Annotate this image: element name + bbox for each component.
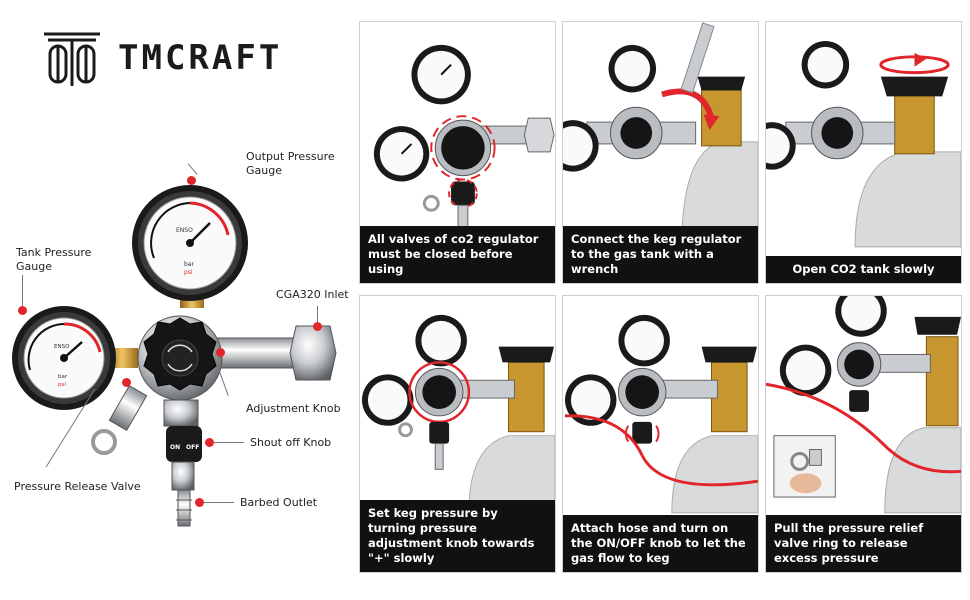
set-pressure-illustration [361,314,555,514]
tank-gauge-marker [18,306,27,315]
step-panel-3: Open CO2 tank slowly [765,21,962,284]
regulator-illustration: ENSO bar psi ENSO bar psi ON OFF [12,185,337,527]
svg-text:bar: bar [184,261,194,268]
regulator-diagram: ENSO bar psi ENSO bar psi ON OFF [0,120,360,600]
adjustment-marker [216,348,225,357]
step-panel-5: Attach hose and turn on the ON/OFF knob … [562,295,759,573]
output-gauge-label: Output Pressure Gauge [246,150,335,177]
release-valve-label: Pressure Release Valve [14,480,141,493]
svg-text:bar: bar [58,374,68,380]
outlet-label: Barbed Outlet [240,496,318,509]
svg-text:psi: psi [184,269,193,276]
attach-hose-illustration [564,314,758,514]
svg-text:ENSO: ENSO [54,344,70,350]
brand-logo: TMCRAFT [40,26,282,90]
regulator-closed-illustration [373,44,555,230]
step-panel-1: All valves of co2 regulator must be clos… [359,21,556,284]
open-tank-illustration [766,40,961,248]
tank-gauge-label: Tank Pressure Gauge [16,246,92,273]
gauge-brand-text: ENSO [176,227,193,234]
outlet-leader [204,502,234,503]
inlet-leader [317,306,318,322]
knob-on-label: ON [170,444,180,451]
shutoff-leader [214,442,244,443]
svg-text:psi: psi [58,382,66,388]
knob-off-label: OFF [186,444,199,451]
tank-gauge-leader [22,275,23,306]
inlet-marker [313,322,322,331]
step-5-caption: Attach hose and turn on the ON/OFF knob … [563,515,758,572]
step-panel-6: Pull the pressure relief valve ring to r… [765,295,962,573]
tmcraft-logo-icon [44,32,100,86]
step-panel-4: Set keg pressure by turning pressure adj… [359,295,556,573]
inlet-label: CGA320 Inlet [276,288,349,301]
shutoff-label: Shout off Knob [250,436,332,449]
step-3-caption: Open CO2 tank slowly [766,256,961,283]
release-valve-marker [122,378,131,387]
relief-valve-illustration [766,296,961,514]
wrench-connect-illustration [563,22,758,248]
output-gauge-marker [187,176,196,185]
step-1-caption: All valves of co2 regulator must be clos… [360,226,555,283]
adjustment-label: Adjustment Knob [246,402,341,415]
shutoff-marker [205,438,214,447]
step-6-caption: Pull the pressure relief valve ring to r… [766,515,961,572]
outlet-marker [195,498,204,507]
step-2-caption: Connect the keg regulator to the gas tan… [563,226,758,283]
step-panel-2: Connect the keg regulator to the gas tan… [562,21,759,284]
step-4-caption: Set keg pressure by turning pressure adj… [360,500,555,572]
brand-name: TMCRAFT [118,38,283,78]
